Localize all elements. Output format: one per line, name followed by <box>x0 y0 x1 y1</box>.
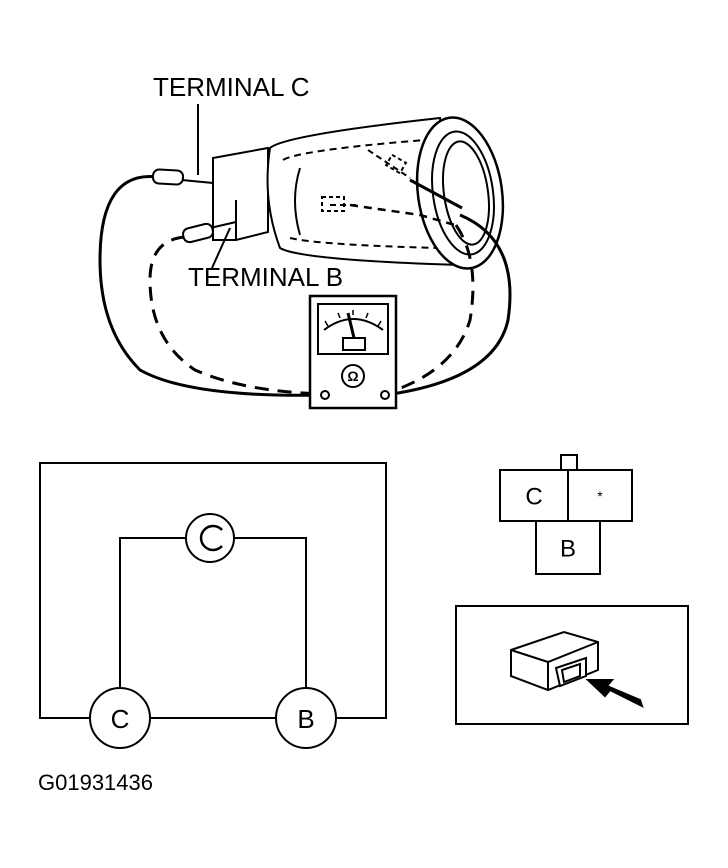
ignition-switch-illustration <box>212 116 505 270</box>
probe-tip-c <box>151 168 185 186</box>
schematic-terminal-c <box>89 687 151 749</box>
continuity-schematic <box>39 462 387 719</box>
switch-cylinder-body <box>266 116 462 267</box>
ohm-symbol <box>341 364 365 388</box>
connector-pin-star-label: * <box>597 488 603 504</box>
view-direction-arrow <box>585 679 644 708</box>
probe-tip-b <box>182 222 214 244</box>
probe-tips <box>151 168 214 244</box>
figure-id: G01931436 <box>38 770 153 795</box>
switch-contact-symbol <box>185 513 235 563</box>
callouts: TERMINAL C TERMINAL B <box>153 72 343 292</box>
connector-face-view <box>499 454 633 575</box>
schematic-terminals: C B <box>89 687 337 749</box>
meter-jack-right <box>380 390 390 400</box>
meter-jack-left <box>320 390 330 400</box>
connector-view-inset <box>455 605 689 725</box>
solid-lead <box>98 175 326 397</box>
svg-text:Ω: Ω <box>347 368 358 384</box>
test-leads <box>98 175 512 397</box>
terminal-b-label: TERMINAL B <box>188 262 343 292</box>
switch-bezel-inner <box>431 130 495 256</box>
connector-pin-star <box>567 469 633 522</box>
terminal-c-label: TERMINAL C <box>153 72 310 102</box>
schematic-terminal-b <box>275 687 337 749</box>
connector-pin-c <box>499 469 569 522</box>
connector-lock-tab <box>560 454 578 472</box>
schematic-terminal-c-label: C <box>111 704 130 734</box>
schematic-terminal-b-label: B <box>297 704 314 734</box>
connector-pin-c-label: C <box>525 484 542 511</box>
ohmmeter: Ω <box>308 294 398 410</box>
connector-pin-b <box>535 520 601 575</box>
connector-pin-b-label: B <box>560 536 576 563</box>
dashed-lead <box>148 235 326 396</box>
